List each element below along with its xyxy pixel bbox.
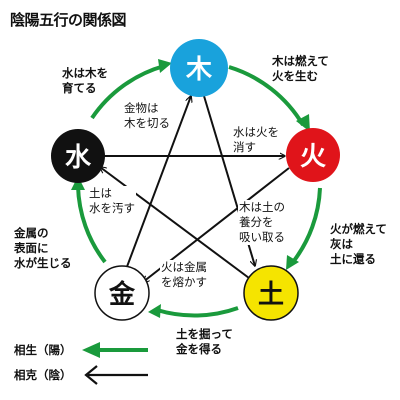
note-metal-wood: 金物は 木を切る	[123, 101, 171, 131]
legend-generating-arrowhead	[82, 342, 100, 358]
legend-graphics	[82, 342, 148, 385]
note-water-fire: 水は火を 消す	[232, 125, 280, 155]
line-earth-to-water	[100, 167, 250, 279]
node-metal-circle	[94, 265, 150, 321]
note-wood-fire: 木は燃えて 火を生む	[272, 54, 329, 83]
legend-controlling-label: 相克（陰）	[14, 368, 72, 382]
node-wood-label: 木	[185, 55, 212, 85]
node-earth-circle	[243, 265, 299, 321]
node-water-circle	[51, 129, 105, 183]
node-water-label: 水	[65, 143, 92, 173]
node-earth-label: 土	[258, 280, 284, 310]
arrowhead-earth	[286, 255, 299, 270]
note-wood-earth: 木は土の 養分を 吸い取る	[238, 200, 286, 245]
legend-generating-label: 相生（陽）	[14, 343, 72, 357]
node-wood: 木	[170, 39, 228, 97]
note-fire-earth: 火が燃えて 灰は 土に還る	[330, 222, 387, 266]
node-earth: 土	[243, 265, 299, 321]
node-fire-label: 火	[300, 142, 326, 172]
note-water-wood: 水は木を 育てる	[62, 66, 108, 95]
node-wood-circle	[170, 39, 228, 97]
arc-earth-to-metal	[156, 306, 239, 318]
node-water: 水	[51, 129, 105, 183]
note-earth-water: 土は 水を汚す	[88, 186, 136, 216]
node-fire-circle	[286, 128, 340, 182]
note-earth-metal: 土を掘って 金を得る	[176, 327, 233, 356]
arrowhead-metal	[148, 304, 161, 318]
arc-fire-to-earth	[291, 187, 322, 264]
note-fire-metal: 火は金属 を熔かす	[160, 260, 208, 290]
node-metal-label: 金	[108, 279, 136, 310]
arrowhead-fire	[296, 114, 310, 132]
arc-wood-to-fire	[228, 65, 305, 127]
generating-cycle	[71, 59, 322, 318]
node-metal: 金	[94, 265, 150, 321]
diagram-title: 陰陽五行の関係図	[10, 11, 127, 29]
note-metal-water: 金属の 表面に 水が生じる	[14, 226, 72, 270]
node-fire: 火	[286, 128, 340, 182]
arrowhead-wood	[158, 59, 172, 73]
arc-metal-to-water	[76, 185, 107, 264]
legend-controlling-arrowhead	[84, 365, 98, 385]
arc-water-to-wood	[90, 64, 165, 120]
line-metal-to-wood	[124, 96, 191, 273]
